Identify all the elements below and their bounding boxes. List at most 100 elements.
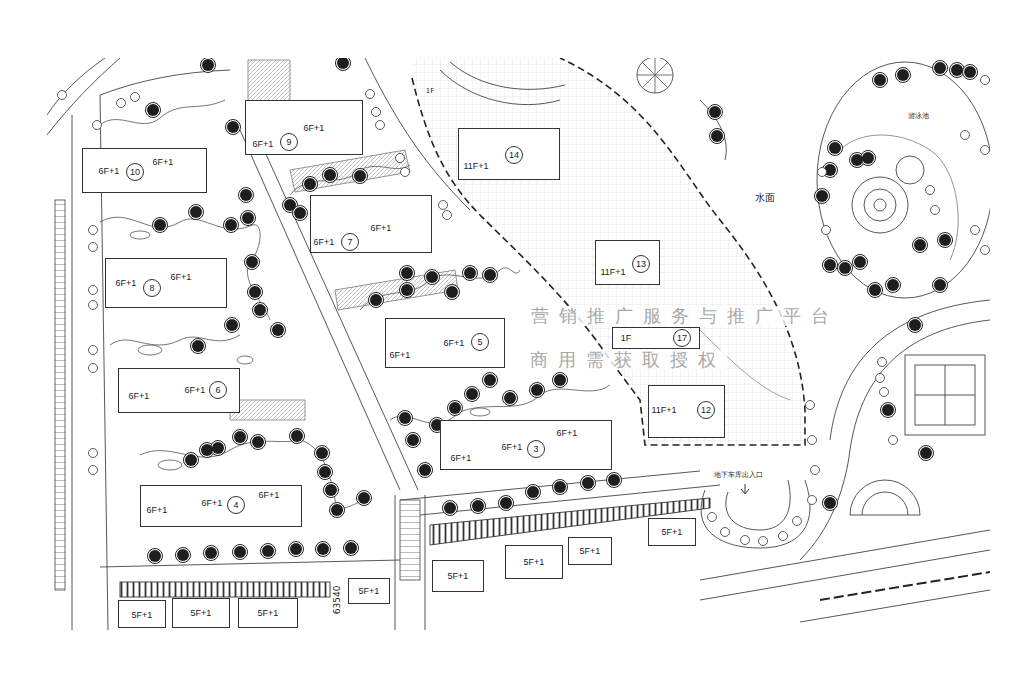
tree-rim bbox=[318, 465, 333, 480]
tree-rim bbox=[369, 293, 384, 308]
tree-canopy bbox=[254, 304, 266, 316]
tree-rim bbox=[553, 480, 568, 495]
tree-rim bbox=[251, 435, 266, 450]
shrub-symbol bbox=[878, 358, 887, 367]
building-number: 14 bbox=[509, 151, 519, 160]
tree-rim bbox=[253, 303, 268, 318]
plan-lines bbox=[47, 58, 990, 630]
building-number: 5 bbox=[477, 338, 482, 347]
road-edge bbox=[700, 550, 990, 600]
tree-canopy bbox=[147, 104, 159, 116]
tree-canopy bbox=[920, 447, 932, 459]
fountain-ring bbox=[874, 199, 886, 211]
path-edge bbox=[100, 70, 230, 95]
shrub-symbol bbox=[58, 91, 67, 100]
road-edge bbox=[800, 590, 990, 622]
building-footprint: 6F+16F+16F+14 bbox=[140, 485, 302, 527]
tree-canopy bbox=[419, 464, 431, 476]
tree-canopy bbox=[325, 484, 337, 496]
shrub-symbol bbox=[981, 76, 990, 85]
tree-rim bbox=[445, 285, 460, 300]
tree-canopy bbox=[401, 267, 413, 279]
tree-rim bbox=[868, 283, 883, 298]
tree-canopy bbox=[234, 431, 246, 443]
tree-canopy bbox=[869, 284, 881, 296]
fountain-ring bbox=[852, 177, 908, 233]
pavilion-spokes bbox=[637, 58, 673, 93]
floor-count: 5F+1 bbox=[524, 558, 545, 567]
building-number: 9 bbox=[286, 138, 291, 147]
tree-canopy bbox=[149, 550, 161, 562]
shrub-symbol bbox=[89, 466, 98, 475]
island-path bbox=[840, 135, 958, 260]
tree-canopy bbox=[964, 66, 976, 78]
building-footprint: 5F+1 bbox=[505, 545, 563, 579]
floor-count: 6F+1 bbox=[502, 443, 523, 452]
building-footprint: 5F+1 bbox=[648, 518, 696, 546]
floor-count: 6F+1 bbox=[390, 351, 411, 360]
tree-canopy bbox=[426, 271, 438, 283]
tree-canopy bbox=[554, 374, 566, 386]
tree-canopy bbox=[227, 121, 239, 133]
floor-count: 6F+1 bbox=[99, 167, 120, 176]
floor-count: 5F+1 bbox=[662, 528, 683, 537]
tree-rim bbox=[448, 401, 463, 416]
shrub-symbol bbox=[443, 211, 452, 220]
tree-canopy bbox=[527, 486, 539, 498]
tree-canopy bbox=[446, 286, 458, 298]
building-number-circle: 14 bbox=[505, 146, 523, 164]
floor-count: 5F+1 bbox=[132, 611, 153, 620]
tree-canopy bbox=[531, 384, 543, 396]
tree-canopy bbox=[272, 324, 284, 336]
tree-canopy bbox=[554, 481, 566, 493]
building-number-circle: 9 bbox=[280, 133, 298, 151]
garden-bed bbox=[158, 460, 182, 470]
building-footprint: 6F+16F+18 bbox=[105, 258, 227, 308]
tree-canopy bbox=[484, 374, 496, 386]
garden-bed bbox=[130, 231, 150, 239]
tree-rim bbox=[290, 429, 305, 444]
tree-canopy bbox=[190, 206, 202, 218]
shrub-symbol bbox=[961, 131, 970, 140]
garden-bed bbox=[237, 356, 253, 364]
tree-canopy bbox=[824, 497, 836, 509]
floor-count: 5F+1 bbox=[580, 547, 601, 556]
tree-canopy bbox=[504, 392, 516, 404]
tree-rim bbox=[919, 446, 934, 461]
tree-canopy bbox=[345, 542, 357, 554]
tree-rim bbox=[443, 501, 458, 516]
garden-bed bbox=[138, 345, 162, 355]
building-footprint: 11F+114 bbox=[458, 128, 560, 180]
shrub-symbol bbox=[981, 246, 990, 255]
tree-rim bbox=[873, 73, 888, 88]
tree-canopy bbox=[839, 262, 851, 274]
tree-canopy bbox=[304, 178, 316, 190]
paving-band bbox=[290, 150, 410, 192]
tree-canopy bbox=[824, 259, 836, 271]
tree-rim bbox=[224, 218, 239, 233]
garden-path bbox=[290, 165, 410, 195]
tree-rim bbox=[710, 129, 725, 144]
tree-rim bbox=[708, 105, 723, 120]
tree-canopy bbox=[294, 207, 306, 219]
floor-count: 6F+1 bbox=[129, 392, 150, 401]
tree-canopy bbox=[401, 284, 413, 296]
tree-rim bbox=[176, 548, 191, 563]
tree-rim bbox=[861, 151, 876, 166]
garden-path bbox=[360, 268, 520, 310]
pool-circle bbox=[896, 156, 924, 184]
building-number-circle: 7 bbox=[341, 233, 359, 251]
building-number-circle: 17 bbox=[673, 329, 691, 347]
tree-rim bbox=[336, 58, 351, 71]
steps bbox=[400, 500, 420, 580]
tree-rim bbox=[353, 169, 368, 184]
drive-loop bbox=[701, 480, 810, 548]
shrub-symbol bbox=[876, 374, 885, 383]
tree-rim bbox=[316, 542, 331, 557]
tree-rim bbox=[400, 283, 415, 298]
tree-canopy bbox=[201, 444, 213, 456]
shrub-symbol bbox=[971, 226, 980, 235]
tree-rim bbox=[303, 177, 318, 192]
tree-rim bbox=[823, 496, 838, 511]
garden-path bbox=[110, 335, 240, 345]
